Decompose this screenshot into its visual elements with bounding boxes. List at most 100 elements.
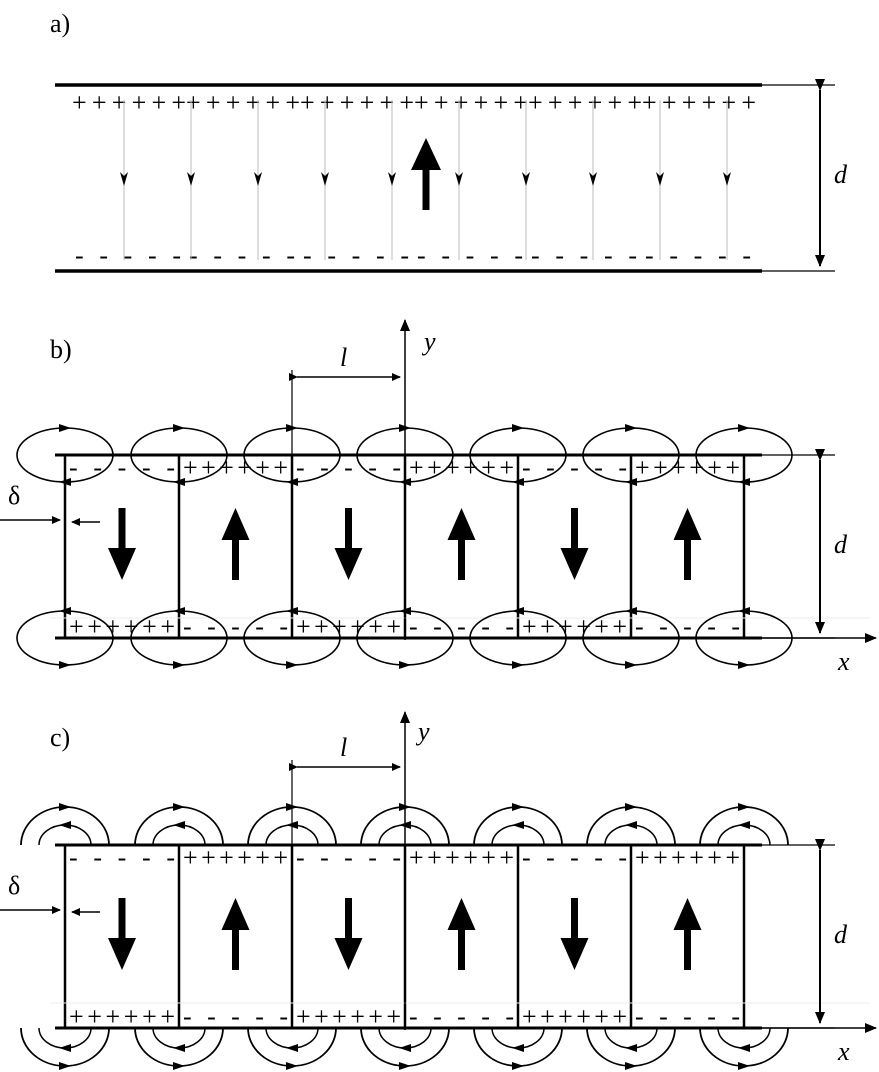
field-arc-pair [360, 803, 450, 846]
positive-charge-group: ++++++ [414, 88, 528, 117]
field-loop [130, 424, 228, 486]
field-line [187, 100, 195, 260]
negative-charge-group: - - - - - [522, 843, 627, 872]
panel-b: b) - - - - - ++++++ ++++++ - - - - - - - - -… [0, 319, 877, 676]
negative-charge-group: - - - - - [531, 241, 637, 270]
positive-charge-group: ++++++ [183, 453, 288, 482]
field-loop [469, 607, 567, 669]
field-arc-pair [134, 1027, 224, 1070]
field-line [723, 100, 731, 260]
panel-a-label: a) [50, 9, 70, 38]
positive-charge-group: ++++++ [183, 843, 288, 872]
magnetization-arrow-down [560, 898, 589, 970]
domain-width-label: l [340, 343, 347, 372]
field-arc-pair [473, 803, 563, 846]
thickness-label: d [834, 530, 848, 559]
positive-charge-group: ++++++ [409, 843, 514, 872]
negative-surface-charges: - - - - - - - - - - - - - - - - - - - - - - … [75, 241, 751, 270]
field-loop [582, 607, 680, 669]
magnetization-arrow-down [108, 508, 136, 580]
positive-surface-charges: ++++++++++++++++++++++++++++++++++++ [72, 88, 756, 117]
negative-charge-group: - - - - - [417, 241, 523, 270]
negative-charge-group: - - - - - [645, 241, 751, 270]
field-line [388, 100, 396, 260]
negative-charge-group: - - - - - [75, 241, 181, 270]
positive-charge-group: ++++++ [528, 88, 642, 117]
negative-charge-group: - - - - - [69, 843, 175, 872]
field-arc-pair [699, 1027, 789, 1070]
field-loop [16, 607, 114, 669]
negative-charge-group: - - - - - [183, 1002, 288, 1031]
field-arc-pair [20, 1027, 110, 1070]
positive-charge-group: ++++++ [72, 88, 186, 117]
negative-charge-group: - - - - - [635, 1002, 740, 1031]
field-arc-pair [134, 803, 224, 846]
field-loop [356, 607, 454, 669]
magnetization-arrow-up [411, 138, 441, 210]
y-axis-label: y [421, 327, 436, 356]
y-axis-label: y [415, 717, 430, 746]
negative-charge-group: - - - - - [296, 453, 401, 482]
field-loop [130, 607, 228, 669]
negative-charge-group: - - - - - [69, 453, 175, 482]
negative-charge-group: - - - - - [409, 612, 514, 641]
field-line [589, 100, 597, 260]
field-arc-pair [20, 803, 110, 846]
field-loop [16, 424, 114, 486]
field-arc-pair [586, 803, 676, 846]
positive-charge-group: ++++++ [635, 843, 740, 872]
magnetization-arrow-up [673, 508, 702, 580]
x-axis-label: x [837, 647, 850, 676]
field-line [522, 100, 530, 260]
field-line [455, 100, 463, 260]
magnetization-arrow-down [108, 898, 136, 970]
negative-charge-group: - - - - - [635, 612, 740, 641]
field-loop [695, 607, 793, 669]
positive-charge-group: ++++++ [186, 88, 300, 117]
magnetization-arrow-down [334, 898, 363, 970]
negative-charge-group: - - - - - [303, 241, 409, 270]
field-loop [469, 424, 567, 486]
positive-charge-group: ++++++ [300, 88, 414, 117]
wall-thickness-label: δ [8, 481, 20, 510]
field-loop [356, 424, 454, 486]
negative-charge-group: - - - - - [183, 612, 288, 641]
field-arc-pair [360, 1027, 450, 1070]
wall-thickness-label: δ [8, 871, 20, 900]
field-loop [243, 424, 341, 486]
magnetization-arrow-up [447, 898, 476, 970]
negative-charge-group: - - - - - [189, 241, 295, 270]
magnetization-arrow-up [221, 898, 250, 970]
field-loop [243, 607, 341, 669]
stray-field-loops [16, 424, 793, 669]
panel-c-label: c) [50, 723, 70, 752]
field-line [321, 100, 329, 260]
panel-c: c) - - - - - ++++++ ++++++ - - - - - - - - -… [0, 711, 877, 1070]
x-axis-label: x [837, 1037, 850, 1066]
panel-a: a) d +++++++++++++++++++++++++++++++++++… [50, 9, 848, 273]
panel-b-label: b) [50, 335, 72, 364]
field-line [254, 100, 262, 260]
negative-charge-group: - - - - - [409, 1002, 514, 1031]
field-arc-pair [473, 1027, 563, 1070]
demagnetizing-field-lines [120, 100, 731, 260]
thickness-label: d [834, 920, 848, 949]
magnetization-arrow-up [447, 508, 476, 580]
field-arc-pair [247, 1027, 337, 1070]
thickness-label: d [834, 160, 848, 189]
negative-charge-group: - - - - - [522, 453, 627, 482]
magnetization-arrow-up [673, 898, 702, 970]
field-loop [582, 424, 680, 486]
field-line [656, 100, 664, 260]
field-line [120, 100, 128, 260]
field-arc-pair [699, 803, 789, 846]
field-arc-pair [247, 803, 337, 846]
domain-width-label: l [340, 733, 347, 762]
positive-charge-group: ++++++ [635, 453, 740, 482]
field-loop [695, 424, 793, 486]
negative-charge-group: - - - - - [296, 843, 401, 872]
magnetization-arrow-up [221, 508, 250, 580]
stray-field-arcs [20, 803, 789, 1070]
